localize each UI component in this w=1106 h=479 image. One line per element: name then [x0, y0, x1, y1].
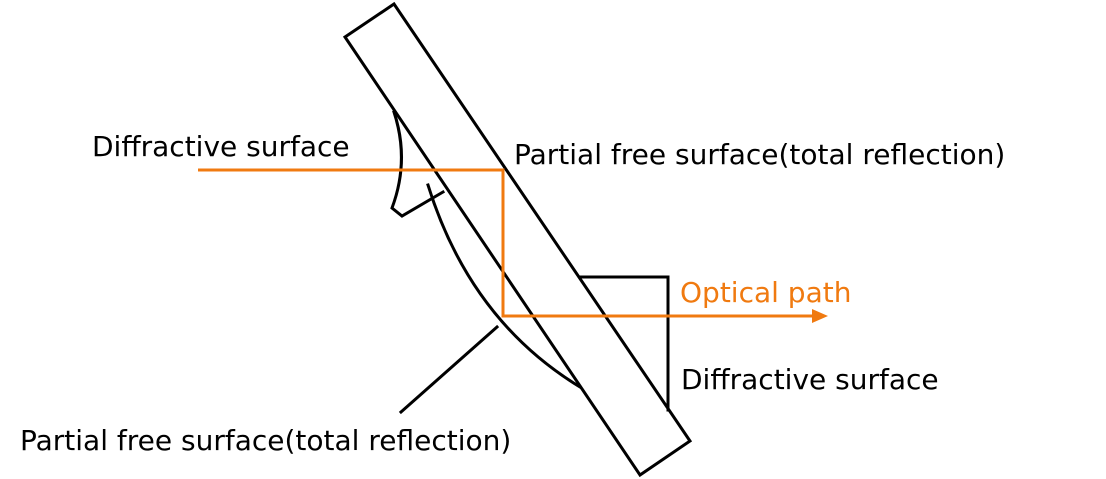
- left-diffractive-element: [390, 110, 446, 218]
- diffractive-surface-right-label: Diffractive surface: [681, 363, 939, 396]
- optical-path-ray: [198, 168, 815, 318]
- right-diffractive-element: [578, 275, 670, 412]
- lower-freeform-surface: [426, 183, 583, 390]
- bottom-label-leader: [398, 324, 500, 415]
- partial-free-surface-top-label: Partial free surface(total reflection): [514, 138, 1005, 171]
- optical-path-arrowhead: [812, 309, 828, 323]
- diffractive-surface-left-label: Diffractive surface: [92, 130, 350, 163]
- glass-plate: [342, 1, 693, 478]
- optical-path-label: Optical path: [680, 276, 851, 309]
- partial-free-surface-bottom-label: Partial free surface(total reflection): [20, 424, 511, 457]
